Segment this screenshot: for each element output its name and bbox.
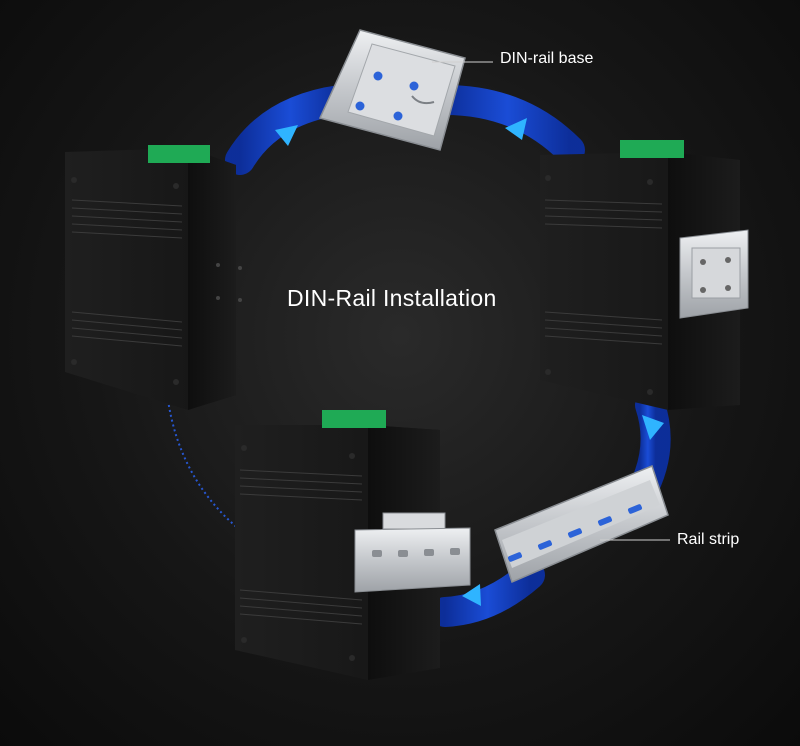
switch-device-bottom: [235, 410, 471, 680]
arrowhead-icon: [462, 584, 481, 606]
switch-device-right: [540, 140, 749, 410]
din-rail-base-floating: [318, 29, 466, 151]
rail-strip: [354, 512, 471, 593]
switch-device-left: [65, 145, 242, 410]
arrowhead-icon: [505, 118, 527, 140]
callout-din-rail-base: DIN-rail base: [500, 50, 594, 67]
arrow-band-top-right: [430, 85, 585, 165]
din-rail-base: [679, 229, 749, 319]
arrow-band-top-left: [225, 85, 355, 175]
dotted-return-path: [167, 399, 241, 531]
terminal-block: [322, 410, 386, 428]
terminal-block: [620, 140, 684, 158]
terminal-block: [148, 145, 210, 163]
arrow-band-bottom: [430, 560, 545, 627]
arrowhead-icon: [275, 125, 298, 146]
callout-rail-strip: Rail strip: [677, 531, 740, 548]
rail-strip-floating: [494, 465, 669, 584]
diagram-title: DIN-Rail Installation: [287, 285, 497, 311]
arrowhead-icon: [642, 415, 664, 440]
